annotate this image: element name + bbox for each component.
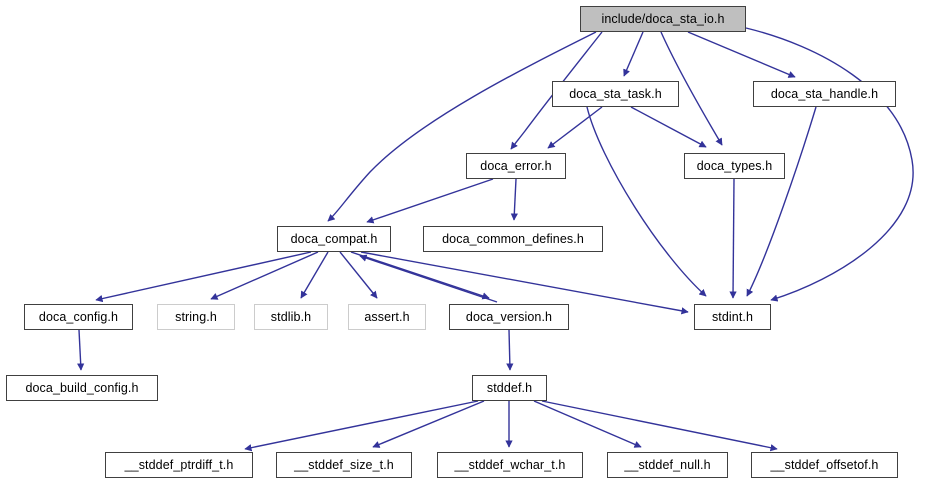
- node-label: doca_config.h: [38, 309, 119, 324]
- node-label: assert.h: [364, 309, 410, 324]
- edge-doca_error-to-doca_common_defines: [510, 178, 518, 221]
- node-label: doca_types.h: [696, 158, 773, 173]
- node-label: __stddef_offsetof.h: [770, 457, 879, 472]
- node-doca_compat-h[interactable]: doca_compat.h: [277, 226, 391, 252]
- node-__stddef_null-h[interactable]: __stddef_null.h: [607, 452, 728, 478]
- edge-doca_compat-to-doca_config: [95, 251, 312, 303]
- node-doca_version-h[interactable]: doca_version.h: [449, 304, 569, 330]
- node-label: __stddef_size_t.h: [294, 457, 394, 472]
- edge-doca_sta_io-to-doca_sta_handle: [687, 31, 796, 78]
- node-label: __stddef_ptrdiff_t.h: [124, 457, 234, 472]
- node-label: include/doca_sta_io.h: [601, 11, 725, 26]
- node-string-h[interactable]: string.h: [157, 304, 235, 330]
- node-doca_common_defines-h[interactable]: doca_common_defines.h: [423, 226, 603, 252]
- node-label: doca_version.h: [465, 309, 553, 324]
- edge-doca_error-to-doca_compat: [366, 178, 494, 224]
- node-label: doca_error.h: [480, 158, 552, 173]
- node-doca_types-h[interactable]: doca_types.h: [684, 153, 785, 179]
- node-__stddef_offsetof-h[interactable]: __stddef_offsetof.h: [751, 452, 898, 478]
- edge-stddef-to-stddef_offsetof: [541, 400, 778, 452]
- node-doca_config-h[interactable]: doca_config.h: [24, 304, 133, 330]
- node-include-doca_sta_io-h[interactable]: include/doca_sta_io.h: [580, 6, 746, 32]
- edge-doca_version-to-stddef: [506, 329, 514, 371]
- node-doca_error-h[interactable]: doca_error.h: [466, 153, 566, 179]
- node-label: __stddef_null.h: [624, 457, 711, 472]
- node-label: doca_common_defines.h: [442, 231, 584, 246]
- node-label: doca_compat.h: [290, 231, 378, 246]
- edge-doca_compat-to-assert: [339, 251, 378, 299]
- edge-doca_sta_task-to-stdint: [586, 106, 707, 297]
- edge-doca_compat-to-stdlib: [300, 251, 329, 299]
- node-stddef-h[interactable]: stddef.h: [472, 375, 547, 401]
- node-label: stddef.h: [486, 380, 533, 395]
- node-stdlib-h[interactable]: stdlib.h: [254, 304, 328, 330]
- node-__stddef_size_t-h[interactable]: __stddef_size_t.h: [276, 452, 412, 478]
- edge-doca_sta_task-to-doca_error: [547, 106, 603, 149]
- node-doca_sta_task-h[interactable]: doca_sta_task.h: [552, 81, 679, 107]
- edge-doca_version-to-doca_compat: [359, 254, 498, 303]
- edge-doca_compat-to-stdint: [360, 251, 689, 315]
- node-doca_sta_handle-h[interactable]: doca_sta_handle.h: [753, 81, 896, 107]
- node-label: __stddef_wchar_t.h: [454, 457, 566, 472]
- edge-doca_types-to-stdint: [729, 178, 737, 299]
- node-__stddef_ptrdiff_t-h[interactable]: __stddef_ptrdiff_t.h: [105, 452, 253, 478]
- node-__stddef_wchar_t-h[interactable]: __stddef_wchar_t.h: [437, 452, 583, 478]
- edge-doca_compat-to-doca_version: [350, 251, 490, 300]
- edge-stddef-to-stddef_null: [533, 400, 642, 448]
- node-label: doca_sta_task.h: [569, 86, 662, 101]
- node-label: string.h: [175, 309, 217, 324]
- edge-doca_compat-to-string: [210, 251, 319, 300]
- node-label: stdint.h: [711, 309, 754, 324]
- edge-doca_sta_handle-to-stdint: [746, 106, 817, 297]
- edge-doca_config-to-doca_build_config: [77, 329, 85, 371]
- edge-stddef-to-stddef_size_t: [372, 400, 485, 448]
- node-assert-h[interactable]: assert.h: [348, 304, 426, 330]
- edge-doca_sta_task-to-doca_types: [630, 106, 707, 148]
- node-label: stdlib.h: [270, 309, 312, 324]
- edge-stddef-to-stddef_ptrdiff_t: [244, 400, 479, 452]
- node-stdint-h[interactable]: stdint.h: [694, 304, 771, 330]
- node-label: doca_sta_handle.h: [770, 86, 879, 101]
- node-label: doca_build_config.h: [25, 380, 139, 395]
- node-doca_build_config-h[interactable]: doca_build_config.h: [6, 375, 158, 401]
- edge-doca_sta_io-to-doca_compat: [327, 31, 597, 222]
- edge-doca_sta_io-to-doca_sta_task: [623, 31, 644, 77]
